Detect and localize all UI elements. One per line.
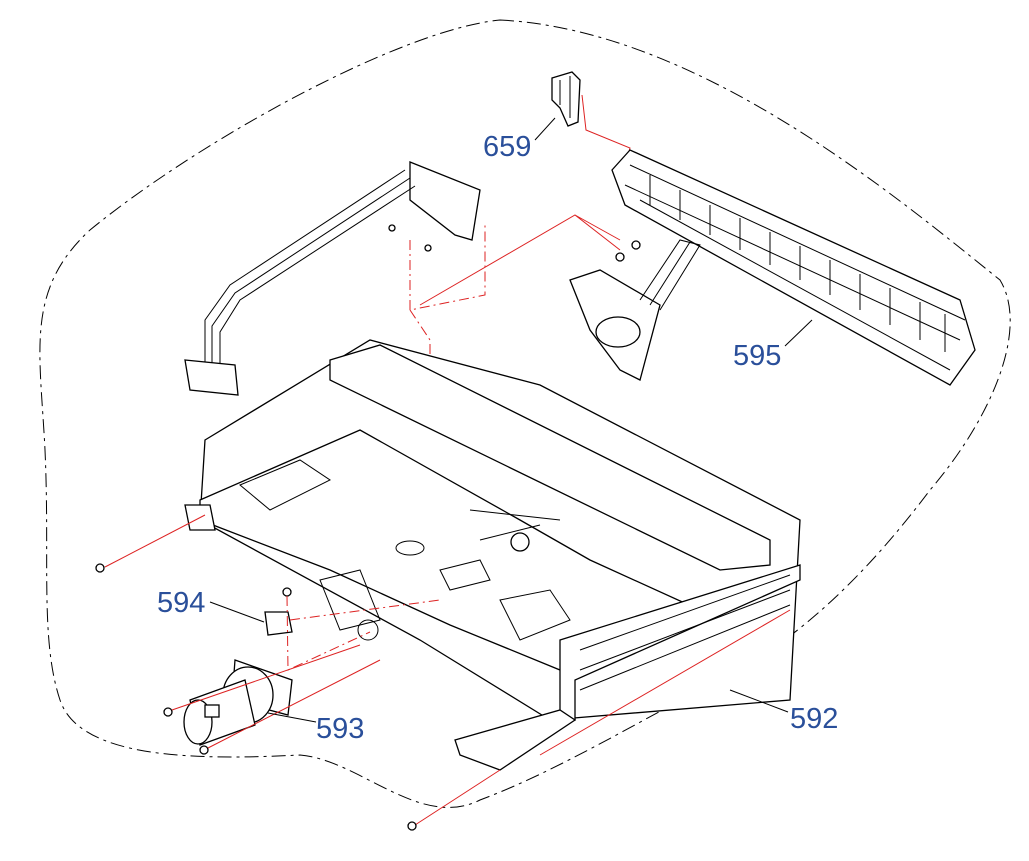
part-595-cable-guide bbox=[569, 149, 976, 386]
leader-lines bbox=[209, 117, 813, 723]
callout-593: 593 bbox=[316, 713, 365, 745]
callout-594: 594 bbox=[157, 587, 206, 619]
callout-659: 659 bbox=[483, 131, 532, 163]
callout-595: 595 bbox=[733, 340, 782, 372]
assembly-592-boundary bbox=[39, 19, 1011, 808]
part-593-motor bbox=[163, 659, 293, 755]
screw-icon bbox=[407, 821, 417, 831]
part-592-main-frame bbox=[184, 339, 801, 771]
callout-592: 592 bbox=[790, 703, 839, 735]
part-594-sensor bbox=[264, 587, 293, 636]
part-659-bracket bbox=[551, 71, 581, 127]
screw-icon bbox=[95, 563, 105, 573]
part-cable-harness-upper bbox=[184, 161, 481, 396]
